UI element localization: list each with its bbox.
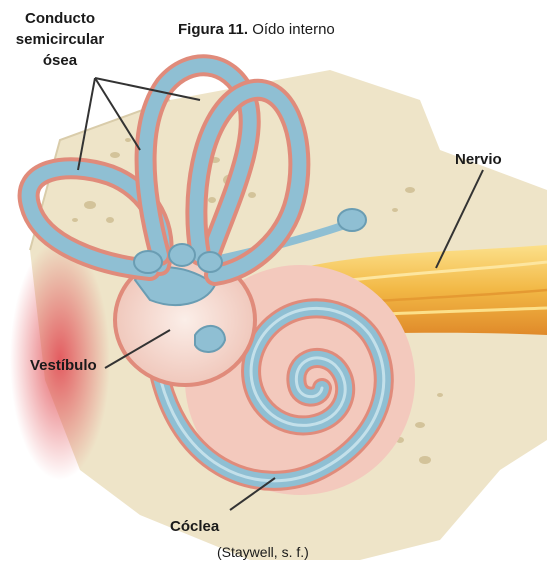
label-semicircular-line2: semicircular xyxy=(2,29,118,50)
figure-number: Figura 11. xyxy=(178,21,248,38)
label-nerve: Nervio xyxy=(455,151,502,168)
saccule xyxy=(195,326,225,352)
label-cochlea: Cóclea xyxy=(170,518,219,535)
label-semicircular-duct: Conducto semicircular ósea xyxy=(2,8,118,71)
figure-source: (Staywell, s. f.) xyxy=(217,544,309,560)
label-semicircular-line1: Conducto xyxy=(2,8,118,29)
figure-title: Oído interno xyxy=(252,21,335,38)
label-vestibule: Vestíbulo xyxy=(30,357,97,374)
figure-caption: Figura 11. Oído interno xyxy=(178,21,335,38)
label-semicircular-line3: ósea xyxy=(2,50,118,71)
